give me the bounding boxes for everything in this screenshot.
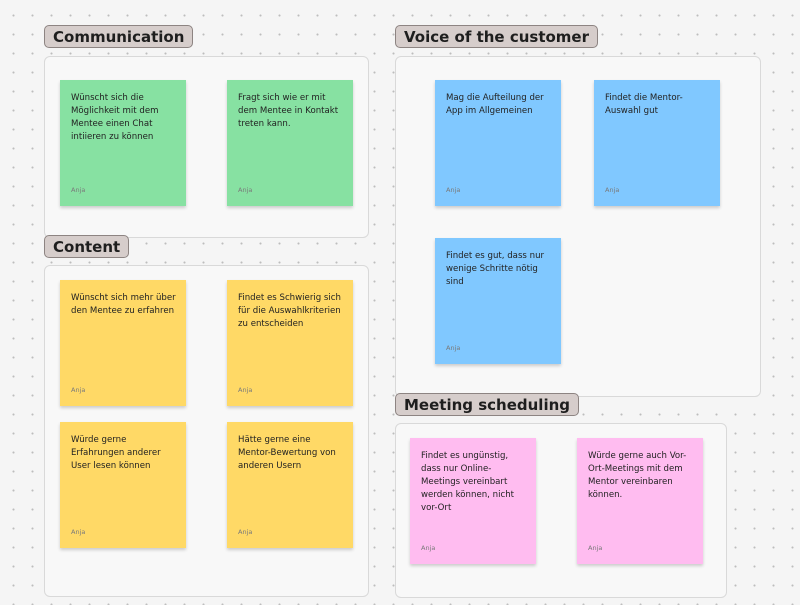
sticky-note[interactable]: Mag die Aufteilung der App im Allgemeine… — [435, 80, 561, 206]
sticky-note[interactable]: Fragt sich wie er mit dem Mentee in Kont… — [227, 80, 353, 206]
sticky-note-author: Anja — [446, 186, 461, 194]
section-title-communication[interactable]: Communication — [44, 25, 194, 48]
section-title-voice-of-the-customer[interactable]: Voice of the customer — [395, 25, 598, 48]
sticky-note[interactable]: Findet die Mentor-Auswahl gut Anja — [594, 80, 720, 206]
sticky-note[interactable]: Findet es gut, dass nur wenige Schritte … — [435, 238, 561, 364]
sticky-note[interactable]: Findet es ungünstig, dass nur Online-Mee… — [410, 438, 536, 564]
sticky-note-author: Anja — [71, 528, 86, 536]
sticky-note[interactable]: Findet es Schwierig sich für die Auswahl… — [227, 280, 353, 406]
sticky-note-author: Anja — [421, 544, 436, 552]
sticky-note-author: Anja — [71, 386, 86, 394]
sticky-note-author: Anja — [71, 186, 86, 194]
sticky-note-author: Anja — [238, 528, 253, 536]
sticky-note-text: Wünscht sich die Möglichkeit mit dem Men… — [71, 93, 159, 142]
sticky-note[interactable]: Wünscht sich mehr über den Mentee zu erf… — [60, 280, 186, 406]
sticky-note-author: Anja — [238, 386, 253, 394]
sticky-note[interactable]: Würde gerne Erfahrungen anderer User les… — [60, 422, 186, 548]
sticky-note-author: Anja — [588, 544, 603, 552]
sticky-note-text: Findet es ungünstig, dass nur Online-Mee… — [421, 451, 515, 513]
sticky-note-text: Würde gerne Erfahrungen anderer User les… — [71, 435, 161, 471]
sticky-note-text: Mag die Aufteilung der App im Allgemeine… — [446, 93, 544, 116]
sticky-note-text: Hätte gerne eine Mentor-Bewertung von an… — [238, 435, 336, 471]
section-title-meeting-scheduling[interactable]: Meeting scheduling — [395, 393, 580, 416]
sticky-note[interactable]: Wünscht sich die Möglichkeit mit dem Men… — [60, 80, 186, 206]
sticky-note-text: Fragt sich wie er mit dem Mentee in Kont… — [238, 93, 339, 129]
sticky-note-text: Findet es Schwierig sich für die Auswahl… — [238, 293, 341, 329]
sticky-note-author: Anja — [238, 186, 253, 194]
sticky-note-text: Wünscht sich mehr über den Mentee zu erf… — [71, 293, 176, 316]
sticky-note[interactable]: Würde gerne auch Vor-Ort-Meetings mit de… — [577, 438, 703, 564]
sticky-note-author: Anja — [605, 186, 620, 194]
sticky-note-text: Findet die Mentor-Auswahl gut — [605, 93, 683, 116]
sticky-note-text: Würde gerne auch Vor-Ort-Meetings mit de… — [588, 451, 687, 500]
sticky-note[interactable]: Hätte gerne eine Mentor-Bewertung von an… — [227, 422, 353, 548]
sticky-note-text: Findet es gut, dass nur wenige Schritte … — [446, 251, 545, 287]
sticky-note-author: Anja — [446, 344, 461, 352]
section-title-content[interactable]: Content — [44, 235, 130, 258]
